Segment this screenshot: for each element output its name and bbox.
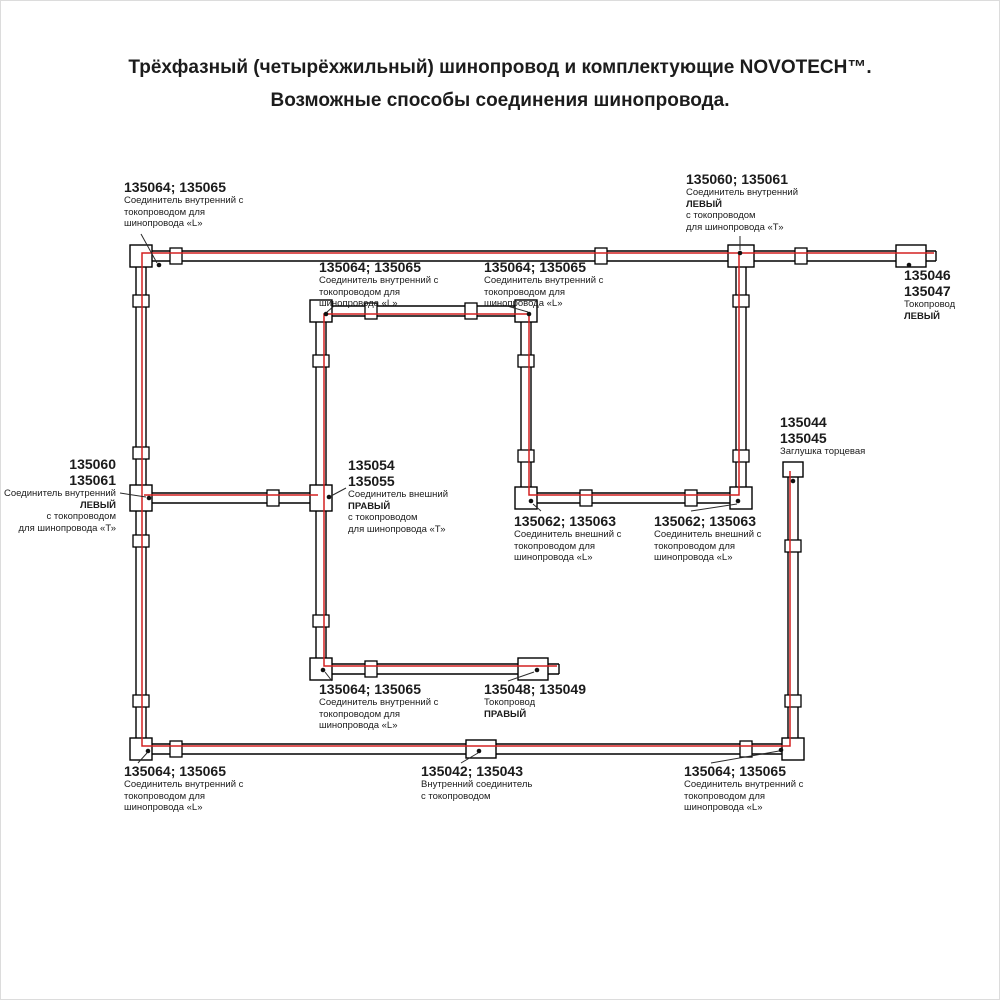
track-connectors: [129, 244, 927, 761]
product-code: 135044: [780, 414, 827, 430]
label-external-T-right-center: 135054 135055 Соединитель внешний ПРАВЫЙ…: [348, 457, 449, 535]
connector-internal-L-inner-1: [309, 299, 333, 323]
connector-internal-T-top-right: [727, 244, 755, 268]
label-internal-T-left-side: 135060 135061 Соединитель внутренний ЛЕВ…: [3, 456, 116, 534]
label-power-feed-left: 135046 135047 Токопровод ЛЕВЫЙ: [904, 267, 956, 322]
title-line-2: Возможные способы соединения шинопровода…: [270, 90, 730, 111]
product-code: 135064; 135065: [484, 259, 586, 275]
product-code: 135054: [348, 457, 395, 473]
connector-straight-internal: [465, 739, 497, 759]
product-code: 135042; 135043: [421, 763, 523, 779]
product-code: 135047: [904, 283, 951, 299]
end-cap: [782, 461, 804, 478]
product-code: 135046: [904, 267, 951, 283]
leader-dots: [145, 250, 912, 754]
track-joints: [132, 247, 808, 758]
product-code: 135060; 135061: [686, 171, 788, 187]
label-internal-T-left-top-right: 135060; 135061 Соединитель внутренний ЛЕ…: [686, 171, 799, 233]
label-internal-L-inner-1: 135064; 135065 Соединитель внутренний с …: [319, 259, 439, 309]
product-code: 135060: [69, 456, 116, 472]
product-code: 135062; 135063: [654, 513, 756, 529]
power-feed-right: [517, 657, 549, 681]
connector-external-L-1: [514, 486, 538, 510]
connector-internal-T-left: [129, 484, 153, 512]
product-code: 135062; 135063: [514, 513, 616, 529]
label-internal-L-top-left: 135064; 135065 Соединитель внутренний с …: [124, 179, 244, 229]
label-internal-L-inner-2: 135064; 135065 Соединитель внутренний с …: [484, 259, 604, 309]
connector-external-L-2: [729, 486, 753, 510]
product-code: 135064; 135065: [319, 259, 421, 275]
connector-internal-L-top-left: [129, 244, 153, 268]
product-code: 135064; 135065: [124, 763, 226, 779]
power-feed-left: [895, 244, 927, 268]
product-code: 135048; 135049: [484, 681, 586, 697]
label-internal-L-bottom-left: 135064; 135065 Соединитель внутренний с …: [124, 763, 244, 813]
product-code: 135064; 135065: [319, 681, 421, 697]
label-external-L-2: 135062; 135063 Соединитель внешний с ток…: [654, 513, 762, 563]
product-code: 135064; 135065: [684, 763, 786, 779]
page-title: Трёхфазный (четырёхжильный) шинопровод и…: [1, 51, 999, 117]
label-internal-L-bottom-right: 135064; 135065 Соединитель внутренний с …: [684, 763, 804, 813]
label-internal-L-bottom-inner: 135064; 135065 Соединитель внутренний с …: [319, 681, 439, 731]
connector-internal-L-bottom-right: [781, 737, 805, 761]
label-end-cap: 135044 135045 Заглушка торцевая: [780, 414, 866, 457]
label-power-feed-right: 135048; 135049 Токопровод ПРАВЫЙ: [484, 681, 586, 720]
label-external-L-1: 135062; 135063 Соединитель внешний с ток…: [514, 513, 622, 563]
product-code: 135045: [780, 430, 827, 446]
leader-lines: [119, 233, 780, 764]
label-straight-internal-connector: 135042; 135043 Внутренний соединитель с …: [421, 763, 533, 802]
connector-external-T-center: [309, 484, 333, 512]
product-code: 135055: [348, 473, 395, 489]
title-line-1: Трёхфазный (четырёхжильный) шинопровод и…: [128, 57, 872, 78]
product-code: 135061: [69, 472, 116, 488]
product-code: 135064; 135065: [124, 179, 226, 195]
